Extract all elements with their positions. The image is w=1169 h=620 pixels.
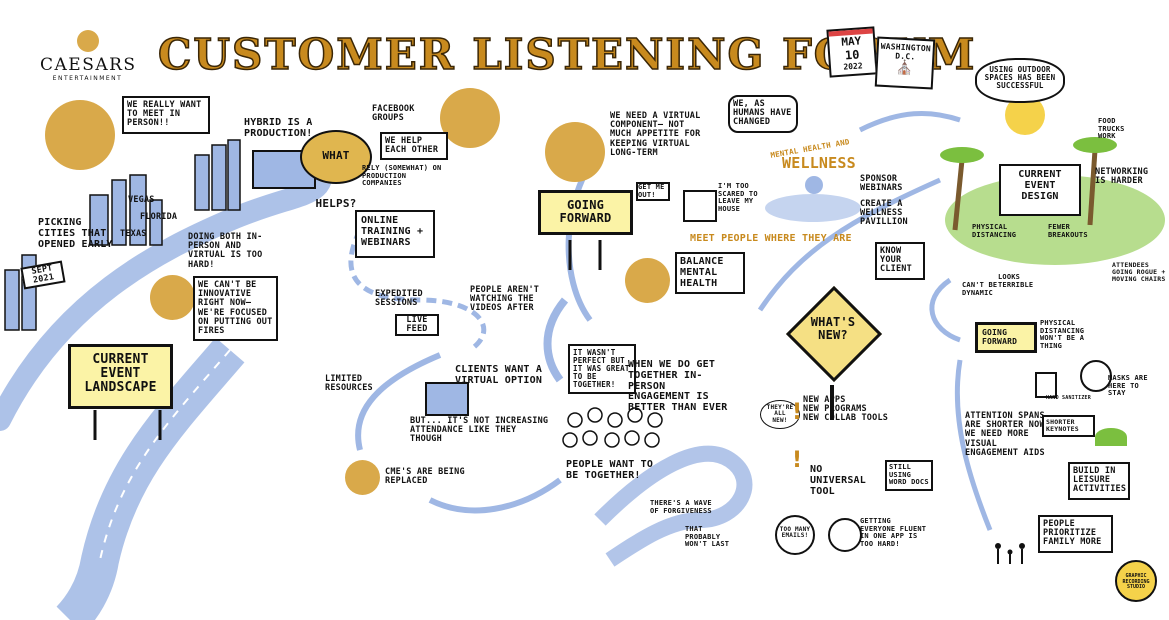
- worried-person-avatar: [150, 275, 195, 320]
- facebook-groups-text: FACEBOOK GROUPS: [372, 104, 415, 124]
- city-texas: TEXAS: [120, 229, 147, 239]
- date-year: 2022: [843, 61, 863, 72]
- balance-bubble: BALANCE MENTAL HEALTH: [675, 252, 745, 295]
- live-feed-box: LIVE FEED: [395, 314, 439, 337]
- need-virtual-text: WE NEED A VIRTUAL COMPONENT— NOT MUCH AP…: [610, 111, 701, 158]
- family-figures-icon: [990, 540, 1030, 570]
- capitol-icon: ⛪: [895, 59, 914, 77]
- help-each-other-bubble: WE HELP EACH OTHER: [380, 132, 448, 161]
- shorter-keynotes-box: SHORTER KEYNOTES: [1042, 415, 1095, 438]
- too-scared-text: I'M TOO SCARED TO LEAVE MY HOUSE: [718, 182, 758, 213]
- brand-emblem-icon: [76, 30, 99, 52]
- whats-new-text: WHAT'S NEW?: [810, 315, 856, 342]
- still-word-box: STILL USING WORD DOCS: [885, 460, 933, 491]
- too-many-emails-bubble: TOO MANY EMAILS!: [775, 515, 815, 555]
- hybrid-text: HYBRID IS A PRODUCTION!: [244, 117, 313, 139]
- meditating-person-icon: [805, 176, 823, 194]
- rely-production-text: RELY (SOMEWHAT) ON PRODUCTION COMPANIES: [362, 164, 442, 188]
- house-icon: [683, 190, 717, 222]
- cme-person-avatar: [345, 460, 380, 495]
- current-event-landscape-sign: CURRENT EVENT LANDSCAPE: [68, 344, 173, 409]
- helping-people-avatar: [440, 88, 500, 148]
- leisure-activities-box: BUILD IN LEISURE ACTIVITIES: [1068, 462, 1130, 500]
- current-event-design-text: CURRENT EVENT DESIGN: [1018, 169, 1062, 202]
- innovative-bubble: WE CAN'T BE INNOVATIVE RIGHT NOW— WE'RE …: [193, 276, 278, 342]
- speech-bubble-meet: WE REALLY WANT TO MEET IN PERSON!!: [122, 96, 210, 134]
- virtual-person-avatar: [545, 122, 605, 182]
- theyre-all-new-bubble: THEY'RE ALL NEW!: [760, 400, 800, 430]
- physical-distancing-text: PHYSICAL DISTANCING: [972, 223, 1017, 239]
- exclamation-icon: !: [792, 448, 803, 473]
- sponsor-webinars-text: SPONSOR WEBINARS: [860, 174, 903, 194]
- mental-health-avatar: [625, 258, 670, 303]
- food-trucks-text: FOOD TRUCKS WORK: [1098, 117, 1125, 141]
- city-florida: FLORIDA: [140, 212, 178, 222]
- going-forward-sign: GOING FORWARD: [538, 190, 633, 235]
- graphic-recording-studio-logo: GRAPHIC RECORDING STUDIO: [1115, 560, 1157, 602]
- no-distancing-text: PHYSICAL DISTANCING WON'T BE A THING: [1040, 319, 1085, 350]
- city-vegas: VEGAS: [128, 195, 155, 205]
- wont-last-text: THAT PROBABLY WON'T LAST: [685, 525, 730, 549]
- when-together-text: WHEN WE DO GET TOGETHER IN-PERSON ENGAGE…: [628, 359, 728, 414]
- limited-resources-text: LIMITED RESOURCES: [325, 374, 373, 394]
- wellness-heading: WELLNESS: [782, 154, 856, 172]
- looks-terrible-text: LOOKS TERRIBLE: [998, 273, 1034, 289]
- clients-want-text: CLIENTS WANT A VIRTUAL OPTION: [455, 364, 543, 386]
- networking-text: NETWORKING IS HARDER: [1095, 167, 1149, 187]
- not-increasing-text: BUT... IT'S NOT INCREASING ATTENDANCE LI…: [410, 416, 549, 445]
- online-training-laptop: ONLINE TRAINING + WEBINARS: [355, 210, 435, 258]
- brand-subtitle: ENTERTAINMENT: [52, 75, 123, 82]
- fewer-breakouts-text: FEWER BREAKOUTS: [1048, 223, 1088, 239]
- new-item: NEW PROGRAMS: [803, 404, 867, 415]
- what-helps-cloud: WHAT HELPS?: [300, 130, 372, 210]
- hand-sanitizer-icon: [1035, 372, 1057, 398]
- hand-sanitizer-label: HAND SANITIZER: [1046, 395, 1091, 401]
- date-calendar: MAY 10 2022: [826, 26, 878, 78]
- not-watching-text: PEOPLE AREN'T WATCHING THE VIDEOS AFTER: [470, 285, 540, 314]
- masks-text: MASKS ARE HERE TO STAY: [1108, 374, 1148, 398]
- family-box: PEOPLE PRIORITIZE FAMILY MORE: [1038, 515, 1113, 553]
- get-me-out-bubble: GET ME OUT!: [636, 182, 670, 202]
- people-want-text: PEOPLE WANT TO BE TOGETHER!: [566, 459, 654, 481]
- brand-name: CAESARS: [40, 55, 137, 75]
- going-forward-sign-right: GOING FORWARD: [975, 322, 1037, 354]
- golf-green-icon: [1095, 428, 1127, 446]
- wellness-pavillion-text: CREATE A WELLNESS PAVILLION: [860, 199, 908, 228]
- outdoor-spaces-cloud: USING OUTDOOR SPACES HAS BEEN SUCCESSFUL: [975, 58, 1065, 103]
- new-item: NEW COLLAB TOOLS: [803, 413, 889, 424]
- meet-people-text: MEET PEOPLE WHERE THEY ARE: [690, 233, 852, 244]
- masked-person-avatar: [1080, 360, 1112, 392]
- exclamation-icon: !: [792, 400, 803, 425]
- new-item: NEW APPS: [803, 395, 846, 405]
- frustrated-person-avatar: [828, 518, 862, 552]
- attention-spans-text: ATTENTION SPANS ARE SHORTER NOW— WE NEED…: [965, 411, 1051, 458]
- attendees-rogue-text: ATTENDEES GOING ROGUE + MOVING CHAIRS: [1112, 261, 1166, 284]
- virtual-screen-icon: [425, 382, 469, 416]
- expedited-sessions-text: EXPEDITED SESSIONS: [375, 289, 423, 309]
- wasnt-perfect-bubble: IT WASN'T PERFECT BUT IT WAS GREAT TO BE…: [568, 344, 636, 395]
- people-avatar-circle: [45, 100, 115, 170]
- picking-cities-text: PICKING CITIES THAT OPENED EARLY: [38, 217, 113, 250]
- cmes-replaced-text: CME'S ARE BEING REPLACED: [385, 467, 465, 487]
- humans-changed-bubble: WE, AS HUMANS HAVE CHANGED: [728, 95, 798, 133]
- know-client-box: KNOW YOUR CLIENT: [875, 242, 925, 280]
- fluent-text: GETTING EVERYONE FLUENT IN ONE APP IS TO…: [860, 517, 927, 548]
- location-card: WASHINGTON D.C. ⛪: [874, 36, 936, 90]
- no-universal-text: NO UNIVERSAL TOOL: [810, 464, 866, 497]
- cant-be-dynamic-text: CAN'T BE DYNAMIC: [962, 281, 998, 297]
- wave-text: THERE'S A WAVE OF FORGIVENESS: [650, 499, 712, 515]
- brand-logo: CAESARS ENTERTAINMENT: [40, 30, 135, 82]
- doing-both-text: DOING BOTH IN-PERSON AND VIRTUAL IS TOO …: [188, 232, 263, 270]
